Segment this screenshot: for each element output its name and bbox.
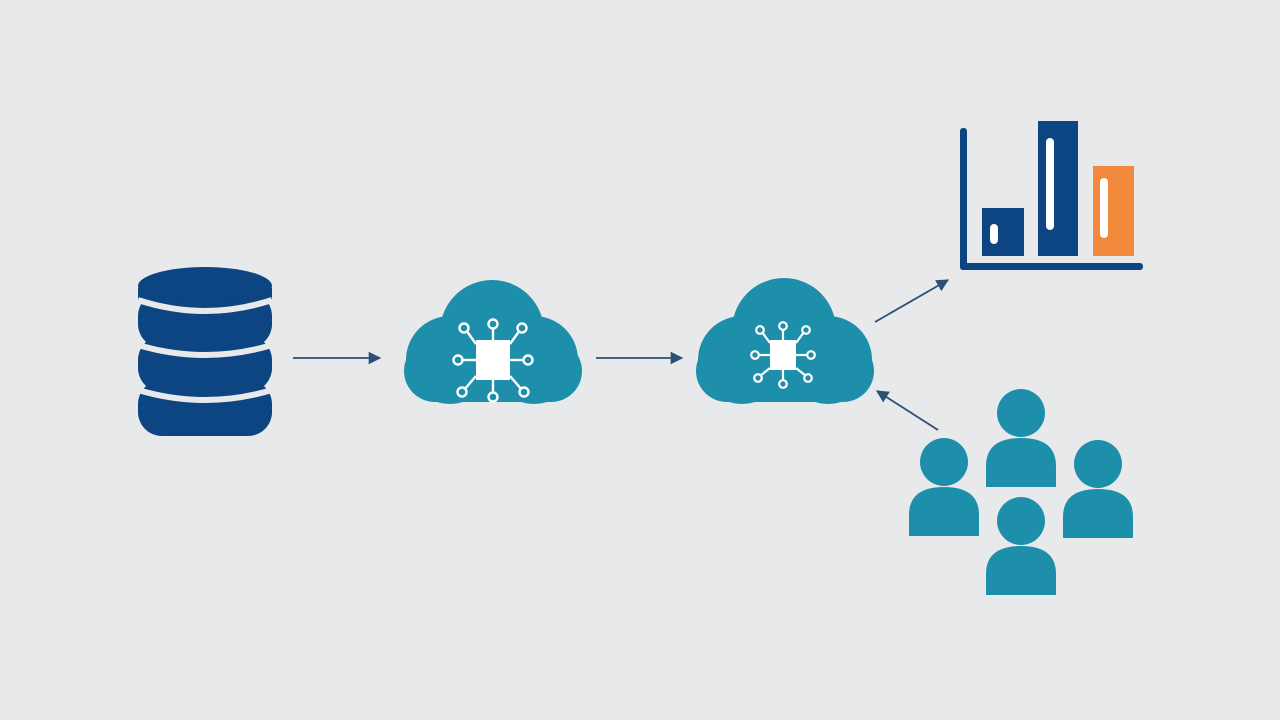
user-icon — [1063, 440, 1133, 538]
chart-bar-2 — [1038, 121, 1078, 256]
chart-bar-1 — [982, 208, 1024, 256]
database-icon — [137, 267, 273, 436]
cloud-processing-icon-1 — [404, 280, 582, 404]
chip-icon — [750, 321, 816, 389]
user-icon — [986, 497, 1056, 595]
chip-icon — [452, 318, 534, 403]
arrow-users-to-cloud-2 — [875, 390, 939, 431]
user-icon — [909, 438, 979, 536]
bar-chart-icon — [960, 121, 1143, 270]
arrow-cloud-2-to-chart — [874, 279, 950, 323]
chart-bar-3 — [1093, 166, 1134, 256]
users-group-icon — [909, 389, 1133, 595]
user-icon — [986, 389, 1056, 487]
cloud-processing-icon-2 — [696, 278, 874, 404]
